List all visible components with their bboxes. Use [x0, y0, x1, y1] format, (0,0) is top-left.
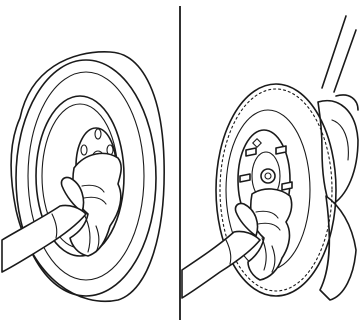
left-panel: [2, 52, 164, 301]
hand-with-cloth-left: [2, 153, 121, 272]
hand-with-cloth-right: [182, 189, 292, 298]
right-panel: [182, 16, 358, 300]
